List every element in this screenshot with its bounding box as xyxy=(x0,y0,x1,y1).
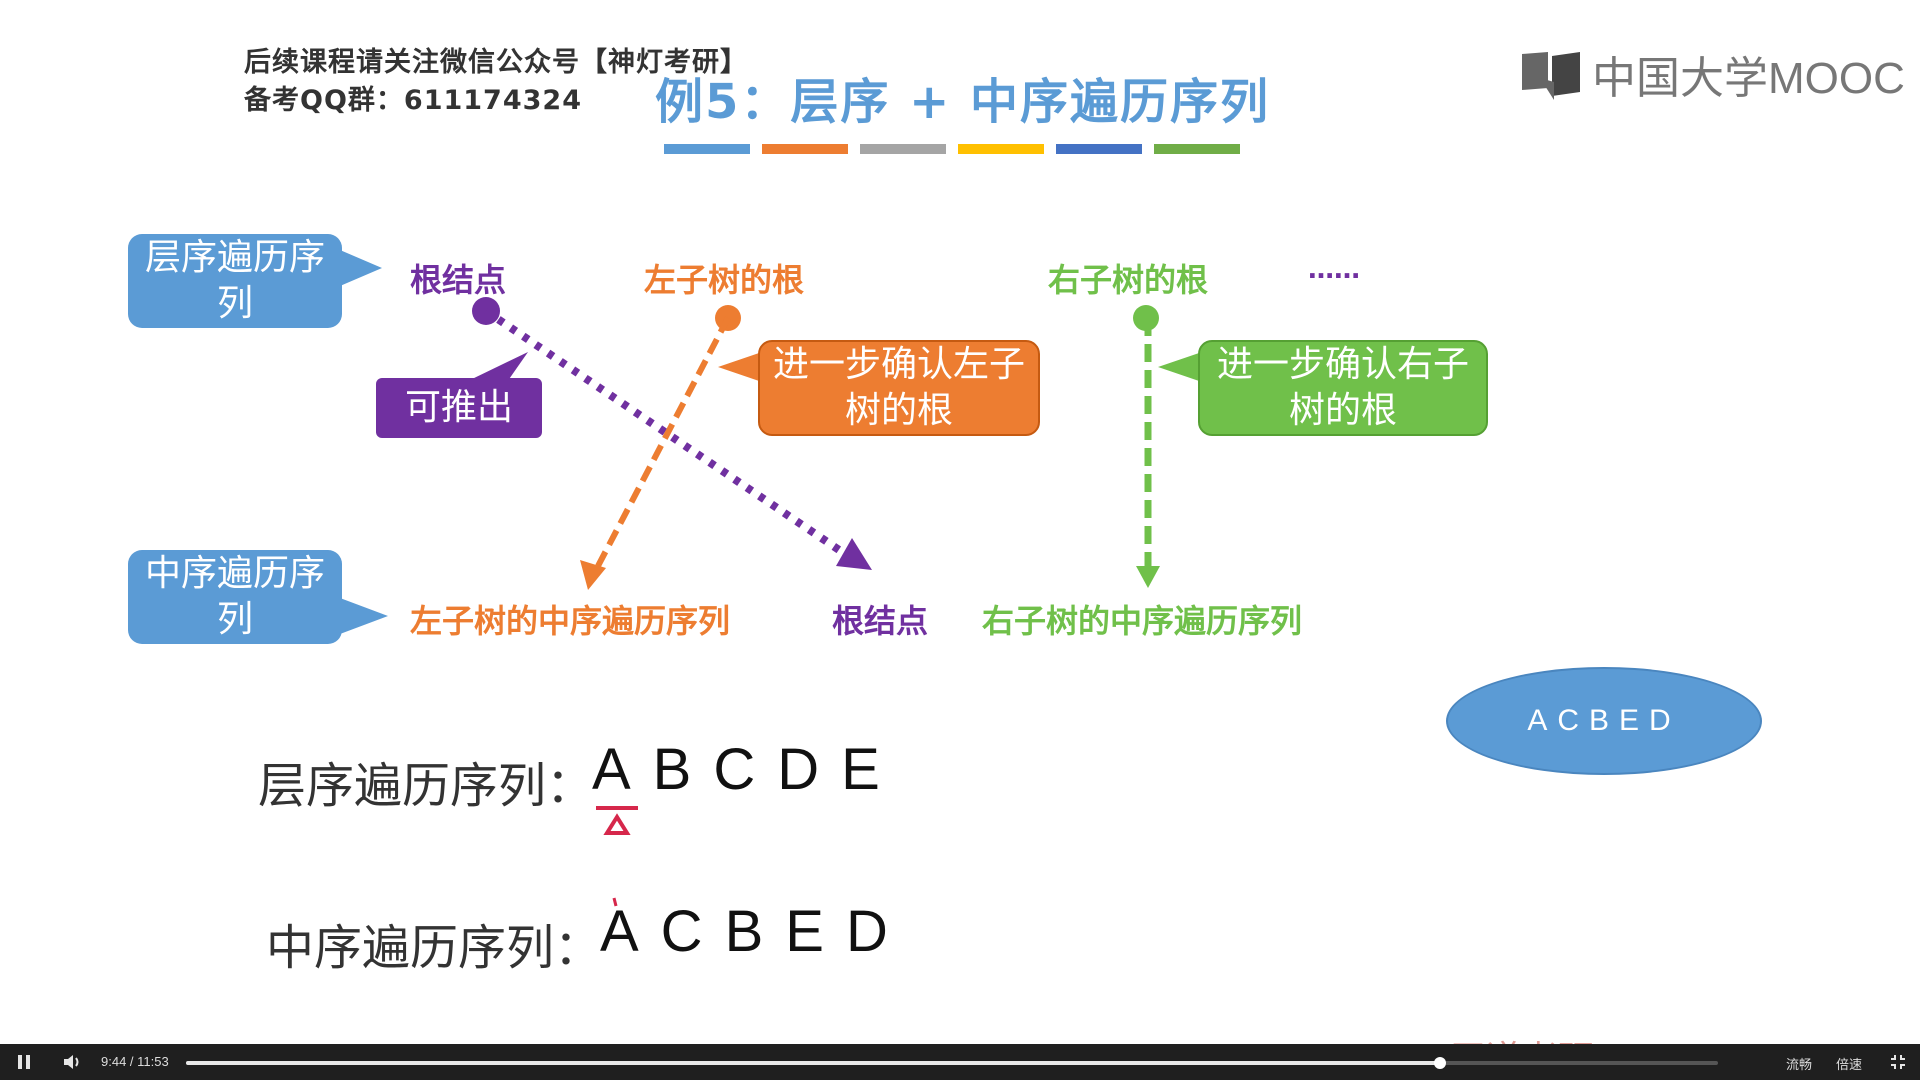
progress-knob[interactable] xyxy=(1434,1057,1447,1069)
root-label-bottom: 根结点 xyxy=(832,602,929,640)
speed-button[interactable]: 倍速 xyxy=(1836,1057,1863,1072)
root-arrowhead xyxy=(836,538,872,570)
level-order-letters: ABCDE xyxy=(592,737,902,802)
volume-button[interactable] xyxy=(60,1052,84,1072)
progress-fill xyxy=(186,1061,1441,1065)
pause-button[interactable] xyxy=(12,1052,36,1072)
confirm-left-root-box: 进一步确认左子树的根 xyxy=(758,340,1040,436)
exit-fullscreen-button[interactable] xyxy=(1886,1052,1910,1072)
confirm-left-tail xyxy=(718,352,762,382)
annotation-triangle xyxy=(603,813,631,835)
answer-oval: ACBED xyxy=(1446,667,1762,775)
left-root-arrow-line xyxy=(595,316,731,568)
qq-group-notice: 备考QQ群：611174324 xyxy=(244,85,582,116)
left-root-label: 左子树的根 xyxy=(644,261,805,299)
root-label-top: 根结点 xyxy=(410,261,507,299)
level-order-label: 层序遍历序列： xyxy=(258,758,595,814)
mooc-logo: 中国大学MOOC xyxy=(1518,46,1905,103)
derive-box: 可推出 xyxy=(376,378,542,438)
progress-bar[interactable] xyxy=(186,1057,1718,1069)
level-box-tail xyxy=(340,250,382,286)
wechat-notice: 后续课程请关注微信公众号【神灯考研】 xyxy=(244,47,748,78)
right-subtree-inorder-label: 右子树的中序遍历序列 xyxy=(982,602,1303,640)
inorder-label: 中序遍历序列： xyxy=(266,920,603,976)
annotation-tick xyxy=(612,897,618,907)
pause-icon xyxy=(18,1055,30,1069)
site-watermark: 王道考研/CSKAOYAN.COM xyxy=(1450,1030,1895,1044)
color-strip-segment xyxy=(958,144,1044,154)
color-strip-segment xyxy=(1056,144,1142,154)
color-strip-segment xyxy=(664,144,750,154)
video-player-bar: 9:44 / 11:53 流畅 倍速 xyxy=(0,1044,1920,1080)
confirm-right-tail xyxy=(1158,352,1202,382)
right-root-label: 右子树的根 xyxy=(1048,261,1209,299)
root-arrow-line xyxy=(483,307,851,560)
mooc-book-icon xyxy=(1522,52,1580,100)
level-order-box: 层序遍历序列 xyxy=(128,234,342,328)
right-root-arrowhead xyxy=(1136,566,1160,588)
time-display: 9:44 / 11:53 xyxy=(101,1054,169,1069)
diagram-lines xyxy=(340,250,1202,907)
slide: 后续课程请关注微信公众号【神灯考研】 备考QQ群：611174324 例5：层序… xyxy=(128,46,1905,1044)
color-strip-segment xyxy=(1154,144,1240,154)
volume-icon xyxy=(64,1055,79,1069)
exit-fullscreen-icon xyxy=(1891,1055,1905,1069)
left-root-arrowhead xyxy=(580,560,606,590)
inorder-letters: ACBED xyxy=(600,899,910,964)
color-strip-segment xyxy=(762,144,848,154)
mooc-logo-text: 中国大学MOOC xyxy=(1592,54,1905,103)
ellipsis: …… xyxy=(1308,255,1360,285)
confirm-right-root-box: 进一步确认右子树的根 xyxy=(1198,340,1488,436)
left-subtree-inorder-label: 左子树的中序遍历序列 xyxy=(410,602,731,640)
slide-title: 例5：层序 + 中序遍历序列 xyxy=(655,74,1271,130)
inorder-box-tail xyxy=(340,598,388,634)
quality-button[interactable]: 流畅 xyxy=(1786,1057,1813,1072)
inorder-box: 中序遍历序列 xyxy=(128,550,342,644)
color-strip-segment xyxy=(860,144,946,154)
